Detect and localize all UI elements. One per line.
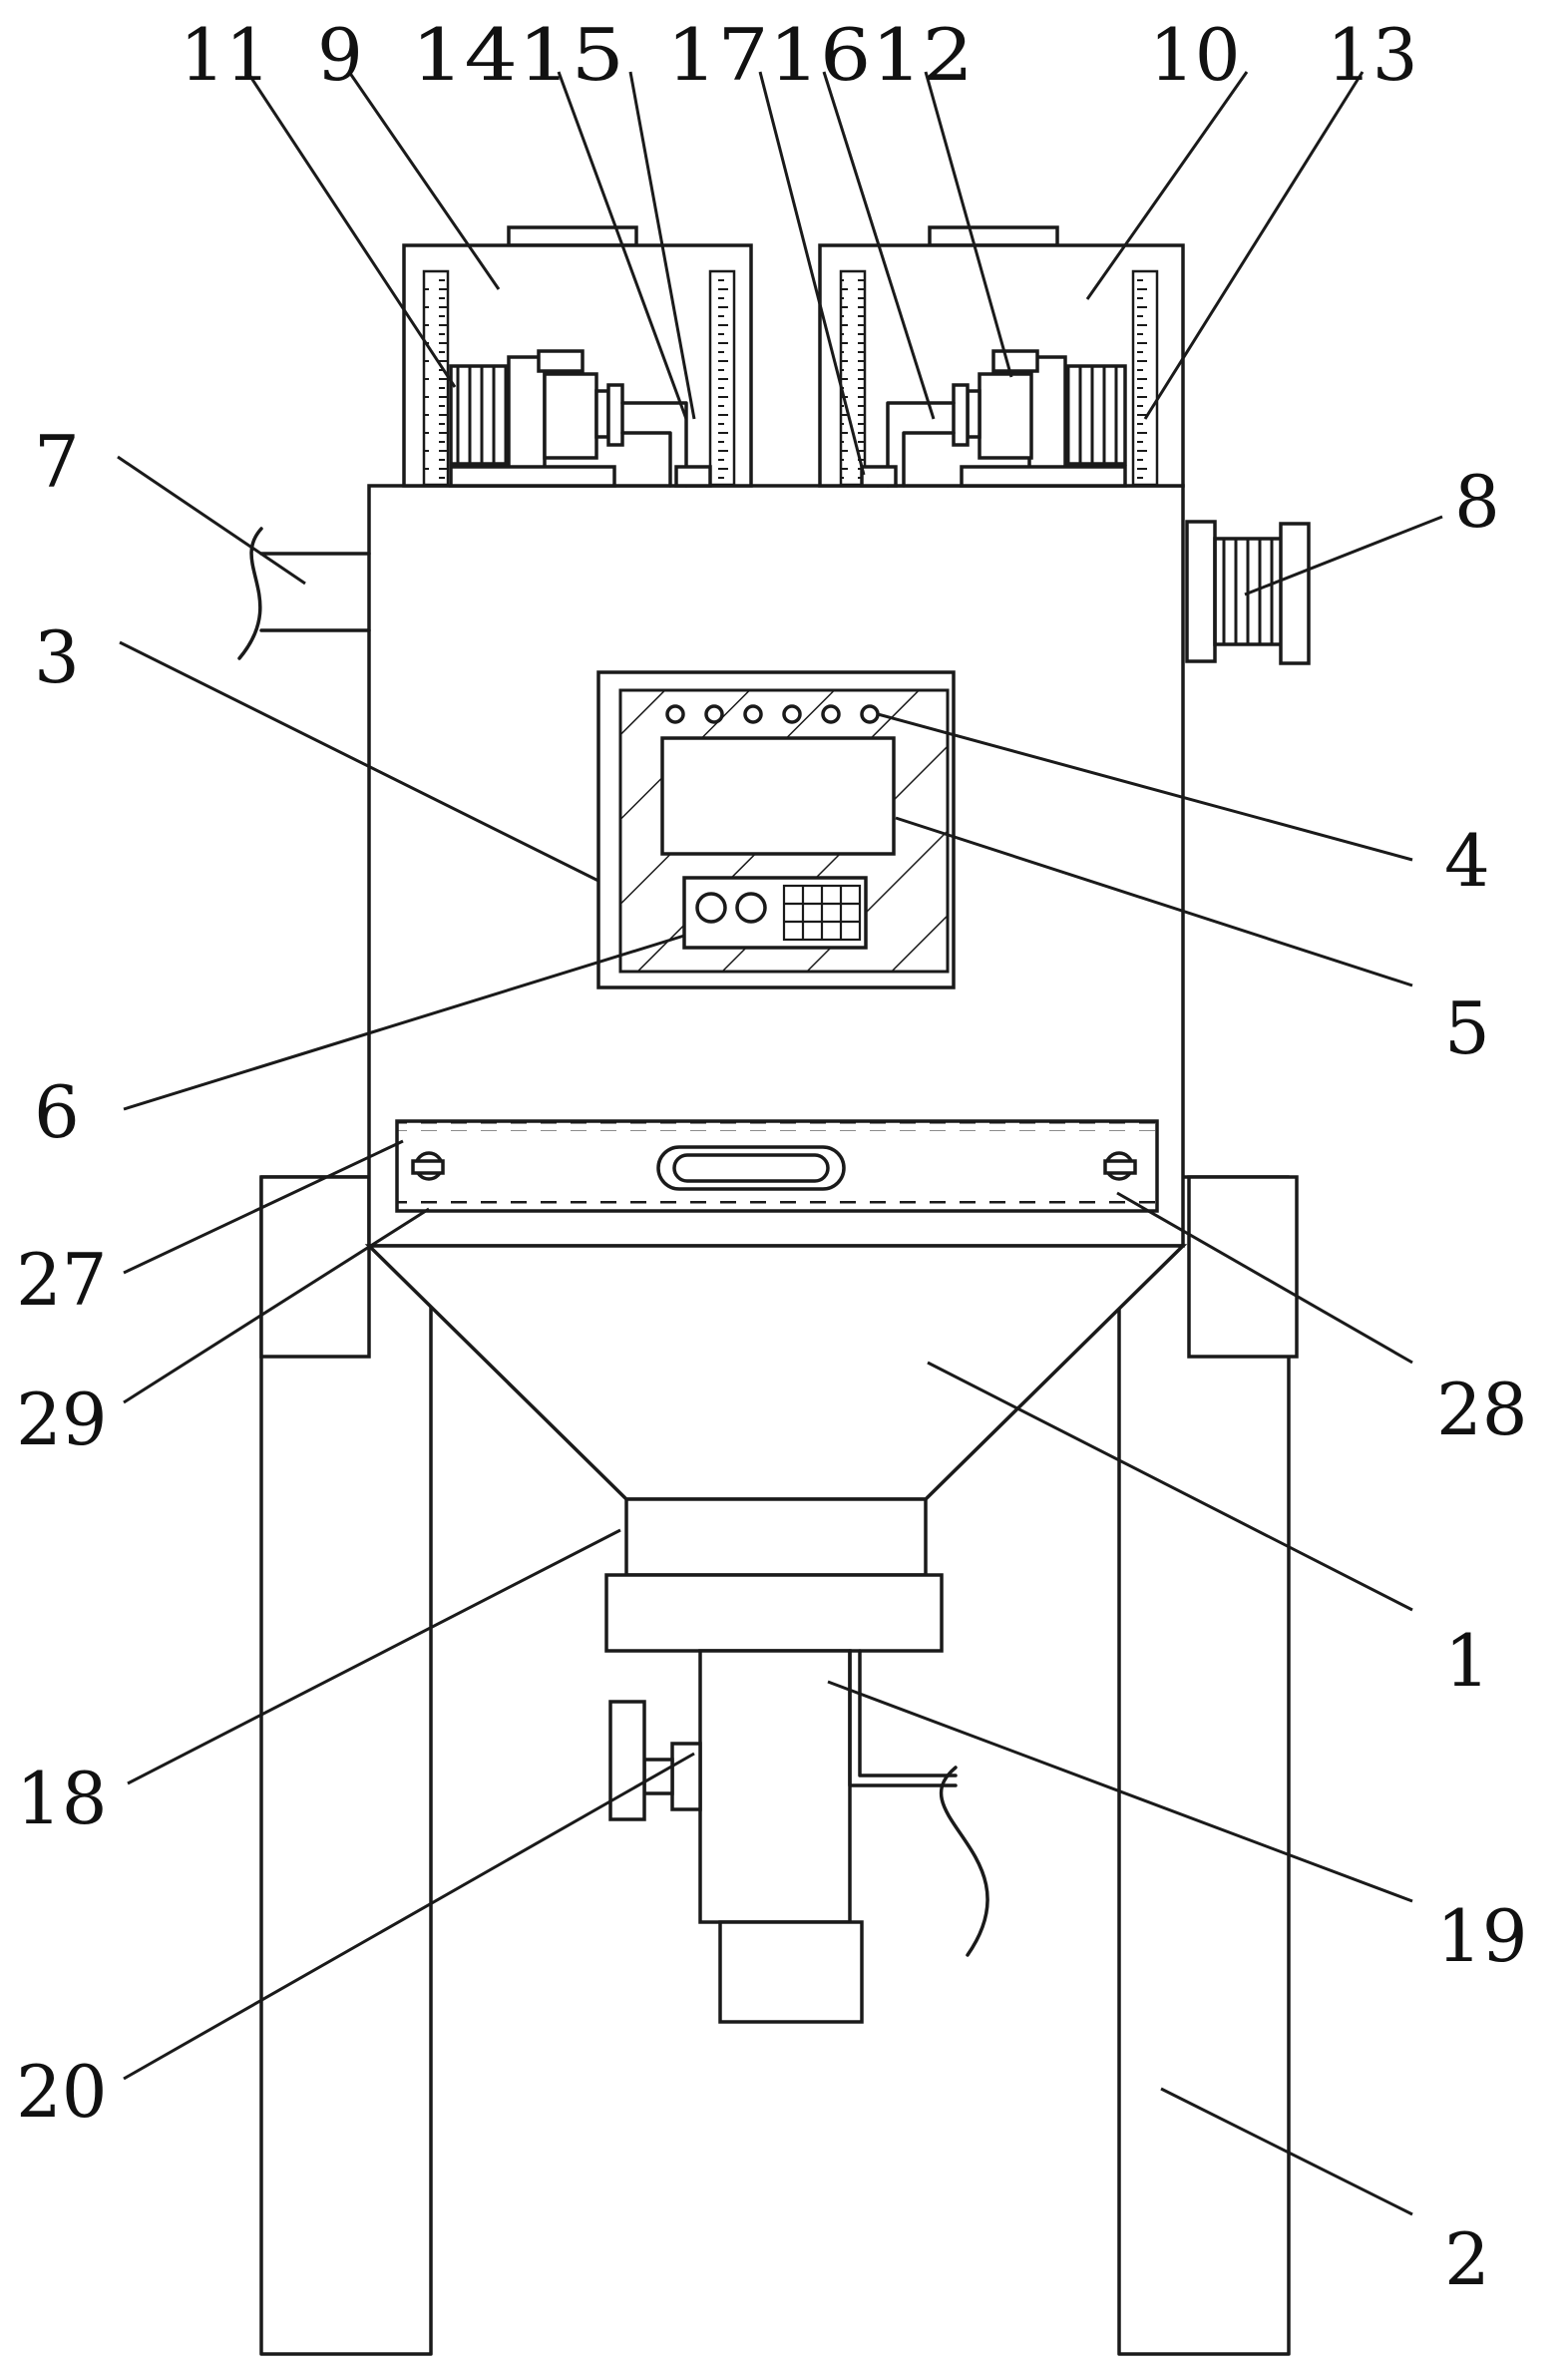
leader-lines [117,71,1443,2216]
callout-2: 2 [1444,2217,1490,2301]
motor-box-left [402,225,753,488]
callout-13: 13 [1327,13,1418,97]
callout-17-16-12: 171612 [666,13,974,97]
callout-20: 20 [16,2050,108,2134]
callout-8: 8 [1454,460,1500,544]
side-motor [1185,520,1311,665]
callout-9: 9 [317,13,363,97]
callout-10: 10 [1149,13,1241,97]
callout-3: 3 [34,615,80,699]
callout-14-15: 1415 [411,13,624,97]
callout-6: 6 [34,1070,80,1154]
outlet-assembly [604,1497,989,2024]
hopper-body [364,484,1188,1501]
callout-4: 4 [1444,819,1490,903]
motor-box-right [818,225,1185,488]
callout-11: 11 [180,13,271,97]
control-panel [596,670,956,989]
keypad [682,876,868,950]
filter-drawer [395,1119,1159,1213]
inlet-pipe [237,527,371,660]
callout-labels: 11 9 1415 171612 10 13 7 8 3 4 5 6 27 29… [16,13,1528,2301]
callout-7: 7 [34,420,80,504]
callout-27: 27 [16,1238,108,1322]
callout-19: 19 [1436,1894,1528,1978]
callout-28: 28 [1436,1368,1528,1451]
callout-1: 1 [1444,1619,1490,1703]
callout-29: 29 [16,1378,108,1461]
callout-5: 5 [1444,986,1490,1070]
callout-18: 18 [16,1757,108,1840]
